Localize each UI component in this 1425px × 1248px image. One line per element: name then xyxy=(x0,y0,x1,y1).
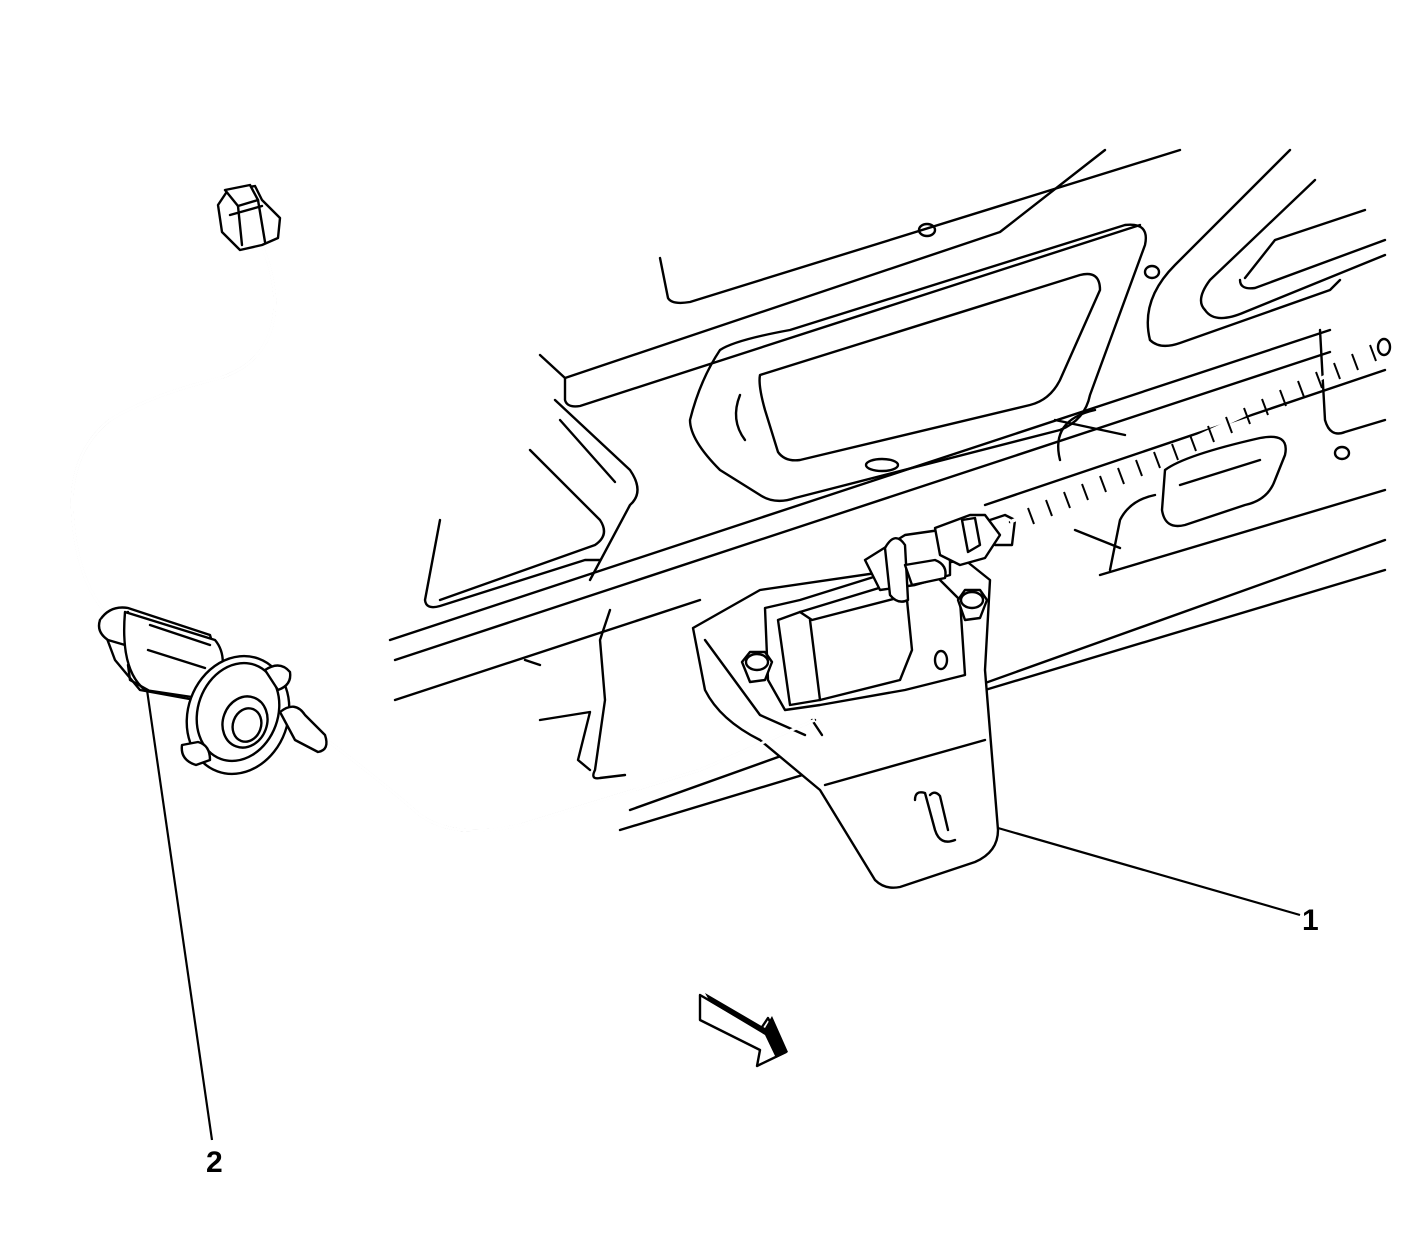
bolt-right xyxy=(956,588,989,622)
callout-2: 2 xyxy=(145,689,223,1179)
tailgate-inner-panel xyxy=(388,148,1387,832)
callout-1-leader xyxy=(997,826,1301,917)
bolt-left xyxy=(740,650,774,684)
callout-1-label: 1 xyxy=(1302,904,1319,937)
harness-corrugation xyxy=(1027,344,1377,525)
electrical-connector-icon xyxy=(216,183,282,252)
tailgate-latch xyxy=(691,513,1017,889)
view-direction-arrow-icon xyxy=(698,993,788,1068)
lock-cylinder-switch xyxy=(70,183,817,833)
callout-1: 1 xyxy=(997,826,1319,937)
latch-wire-harness xyxy=(1008,337,1392,525)
callout-2-leader xyxy=(145,689,214,1141)
callout-2-label: 2 xyxy=(206,1146,223,1179)
